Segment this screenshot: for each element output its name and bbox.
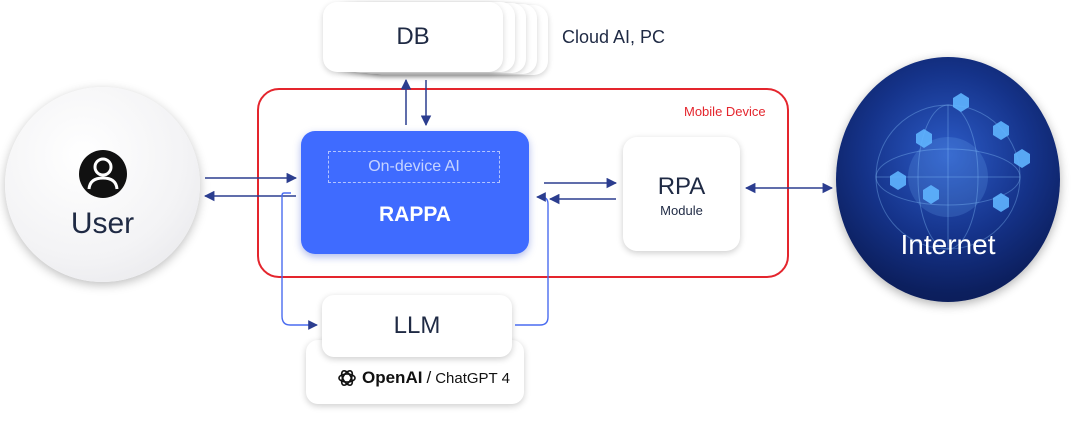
on-device-ai-box: On-device AI <box>328 151 500 183</box>
rpa-title: RPA <box>657 173 706 200</box>
user-icon <box>79 150 127 198</box>
llm-model-name: ChatGPT 4 <box>435 369 510 387</box>
llm-provider: OpenAI / ChatGPT 4 <box>336 367 510 389</box>
llm-node[interactable]: LLM <box>322 295 512 357</box>
db-caption: Cloud AI, PC <box>562 27 666 47</box>
internet-label: Internet <box>900 229 996 260</box>
provider-separator: / <box>426 368 432 387</box>
on-device-ai-label: On-device AI <box>368 158 460 175</box>
db-label: DB <box>396 23 430 50</box>
rappa-node[interactable]: On-device AI RAPPA <box>301 131 529 254</box>
rpa-module-node[interactable]: RPA Module <box>623 137 740 251</box>
globe-network-icon <box>875 93 1030 250</box>
llm-label: LLM <box>393 312 441 339</box>
mobile-device-label: Mobile Device <box>684 104 766 119</box>
arrow-rappa-to-llm <box>281 192 318 330</box>
user-label: User <box>70 207 135 240</box>
llm-provider-name: OpenAI <box>362 368 423 387</box>
db-card[interactable]: DB <box>323 2 503 72</box>
user-node[interactable]: User <box>5 87 200 282</box>
rpa-subtitle: Module <box>660 203 703 218</box>
openai-logo-icon <box>338 369 356 387</box>
arrow-llm-to-rappa <box>515 192 549 326</box>
internet-node[interactable]: Internet <box>836 57 1060 302</box>
rappa-label: RAPPA <box>379 203 451 226</box>
